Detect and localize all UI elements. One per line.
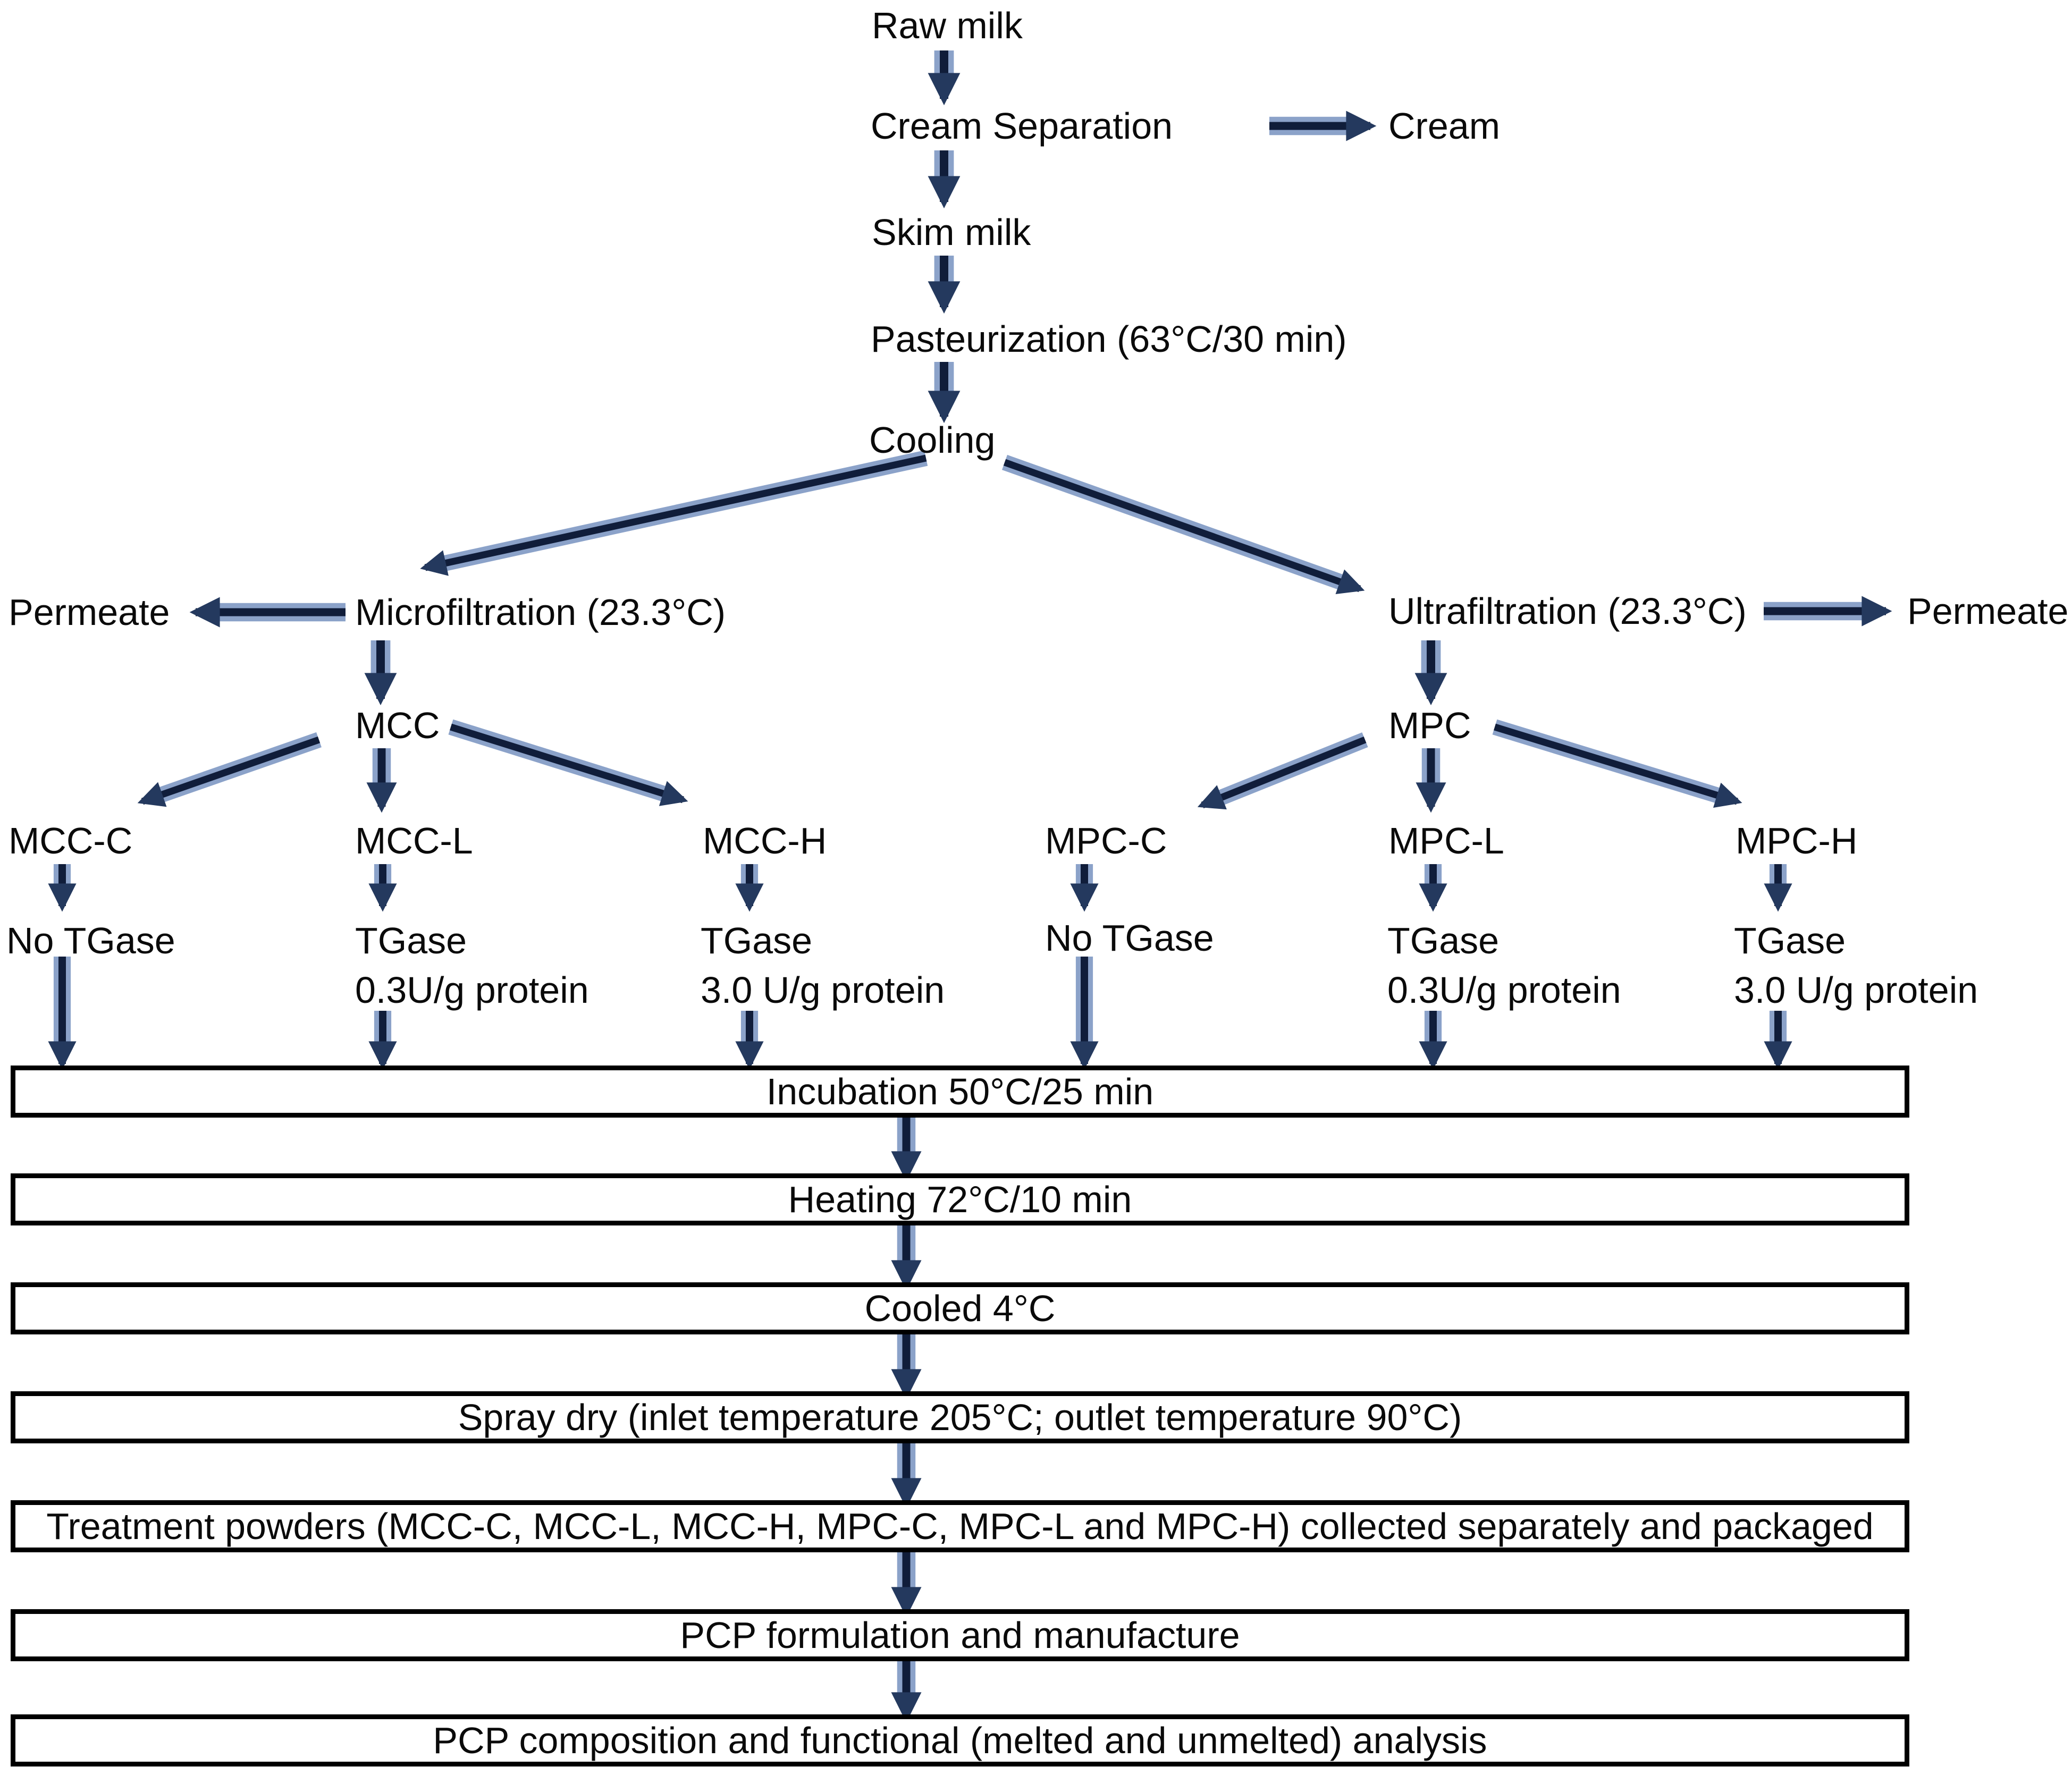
label-dose-mcc-l: 0.3U/g protein (355, 969, 589, 1011)
label-dose-mpc-l: 0.3U/g protein (1387, 969, 1621, 1011)
node-mpc: MPC (1388, 705, 1471, 746)
node-pasteurization: Pasteurization (63°C/30 min) (871, 318, 1347, 360)
node-skim-milk: Skim milk (872, 212, 1031, 253)
process-box-incubation: Incubation 50°C/25 min (11, 1066, 1909, 1118)
node-cream: Cream (1388, 105, 1501, 147)
process-box-label: PCP composition and functional (melted a… (433, 1720, 1487, 1761)
label-tgase-mcc-h: TGase (701, 920, 813, 961)
process-box-pcp-formulation: PCP formulation and manufacture (11, 1609, 1909, 1661)
node-cream-separation: Cream Separation (871, 105, 1173, 147)
arrow-mpc-to-mpc-c (1197, 732, 1368, 810)
label-tgase-mcc-l: TGase (355, 920, 467, 961)
label-dose-mcc-h: 3.0 U/g protein (701, 969, 945, 1011)
node-mcc-l: MCC-L (355, 820, 473, 861)
process-box-heating: Heating 72°C/10 min (11, 1173, 1909, 1225)
process-box-cooled: Cooled 4°C (11, 1282, 1909, 1334)
node-mpc-c: MPC-C (1045, 820, 1167, 861)
arrow-mpc-to-mpc-h (1492, 719, 1742, 808)
node-mcc-c: MCC-C (9, 820, 133, 861)
label-tgase-mpc-h: TGase (1734, 920, 1846, 961)
label-tgase-mpc-l: TGase (1387, 920, 1500, 961)
process-box-label: Heating 72°C/10 min (788, 1179, 1132, 1220)
node-raw-milk: Raw milk (872, 5, 1023, 46)
arrow-cooling-to-microfiltration (420, 450, 928, 576)
label-no-tgase-mcc-c: No TGase (6, 920, 175, 961)
process-box-label: PCP formulation and manufacture (680, 1614, 1240, 1656)
node-ultrafiltration: Ultrafiltration (23.3°C) (1388, 590, 1747, 632)
process-box-powders: Treatment powders (MCC-C, MCC-L, MCC-H, … (11, 1500, 1909, 1552)
arrow-mcc-to-mcc-c (137, 732, 322, 807)
node-permeate-right: Permeate (1907, 590, 2069, 632)
process-box-pcp-analysis: PCP composition and functional (melted a… (11, 1714, 1909, 1766)
node-mcc: MCC (355, 705, 440, 746)
process-box-label: Spray dry (inlet temperature 205°C; outl… (458, 1397, 1462, 1438)
arrow-cooling-to-ultrafiltration (1001, 454, 1365, 595)
arrow-mcc-to-mcc-h (448, 719, 688, 806)
label-dose-mpc-h: 3.0 U/g protein (1734, 969, 1978, 1011)
process-box-spray-dry: Spray dry (inlet temperature 205°C; outl… (11, 1391, 1909, 1443)
process-box-label: Cooled 4°C (864, 1288, 1056, 1329)
node-mpc-l: MPC-L (1388, 820, 1504, 861)
node-mpc-h: MPC-H (1736, 820, 1858, 861)
node-microfiltration: Microfiltration (23.3°C) (355, 591, 726, 633)
process-box-label: Treatment powders (MCC-C, MCC-L, MCC-H, … (46, 1506, 1874, 1547)
label-no-tgase-mpc-c: No TGase (1045, 917, 1214, 959)
process-box-label: Incubation 50°C/25 min (766, 1071, 1154, 1112)
node-cooling: Cooling (869, 419, 996, 461)
node-permeate-left: Permeate (9, 591, 170, 633)
node-mcc-h: MCC-H (703, 820, 827, 861)
